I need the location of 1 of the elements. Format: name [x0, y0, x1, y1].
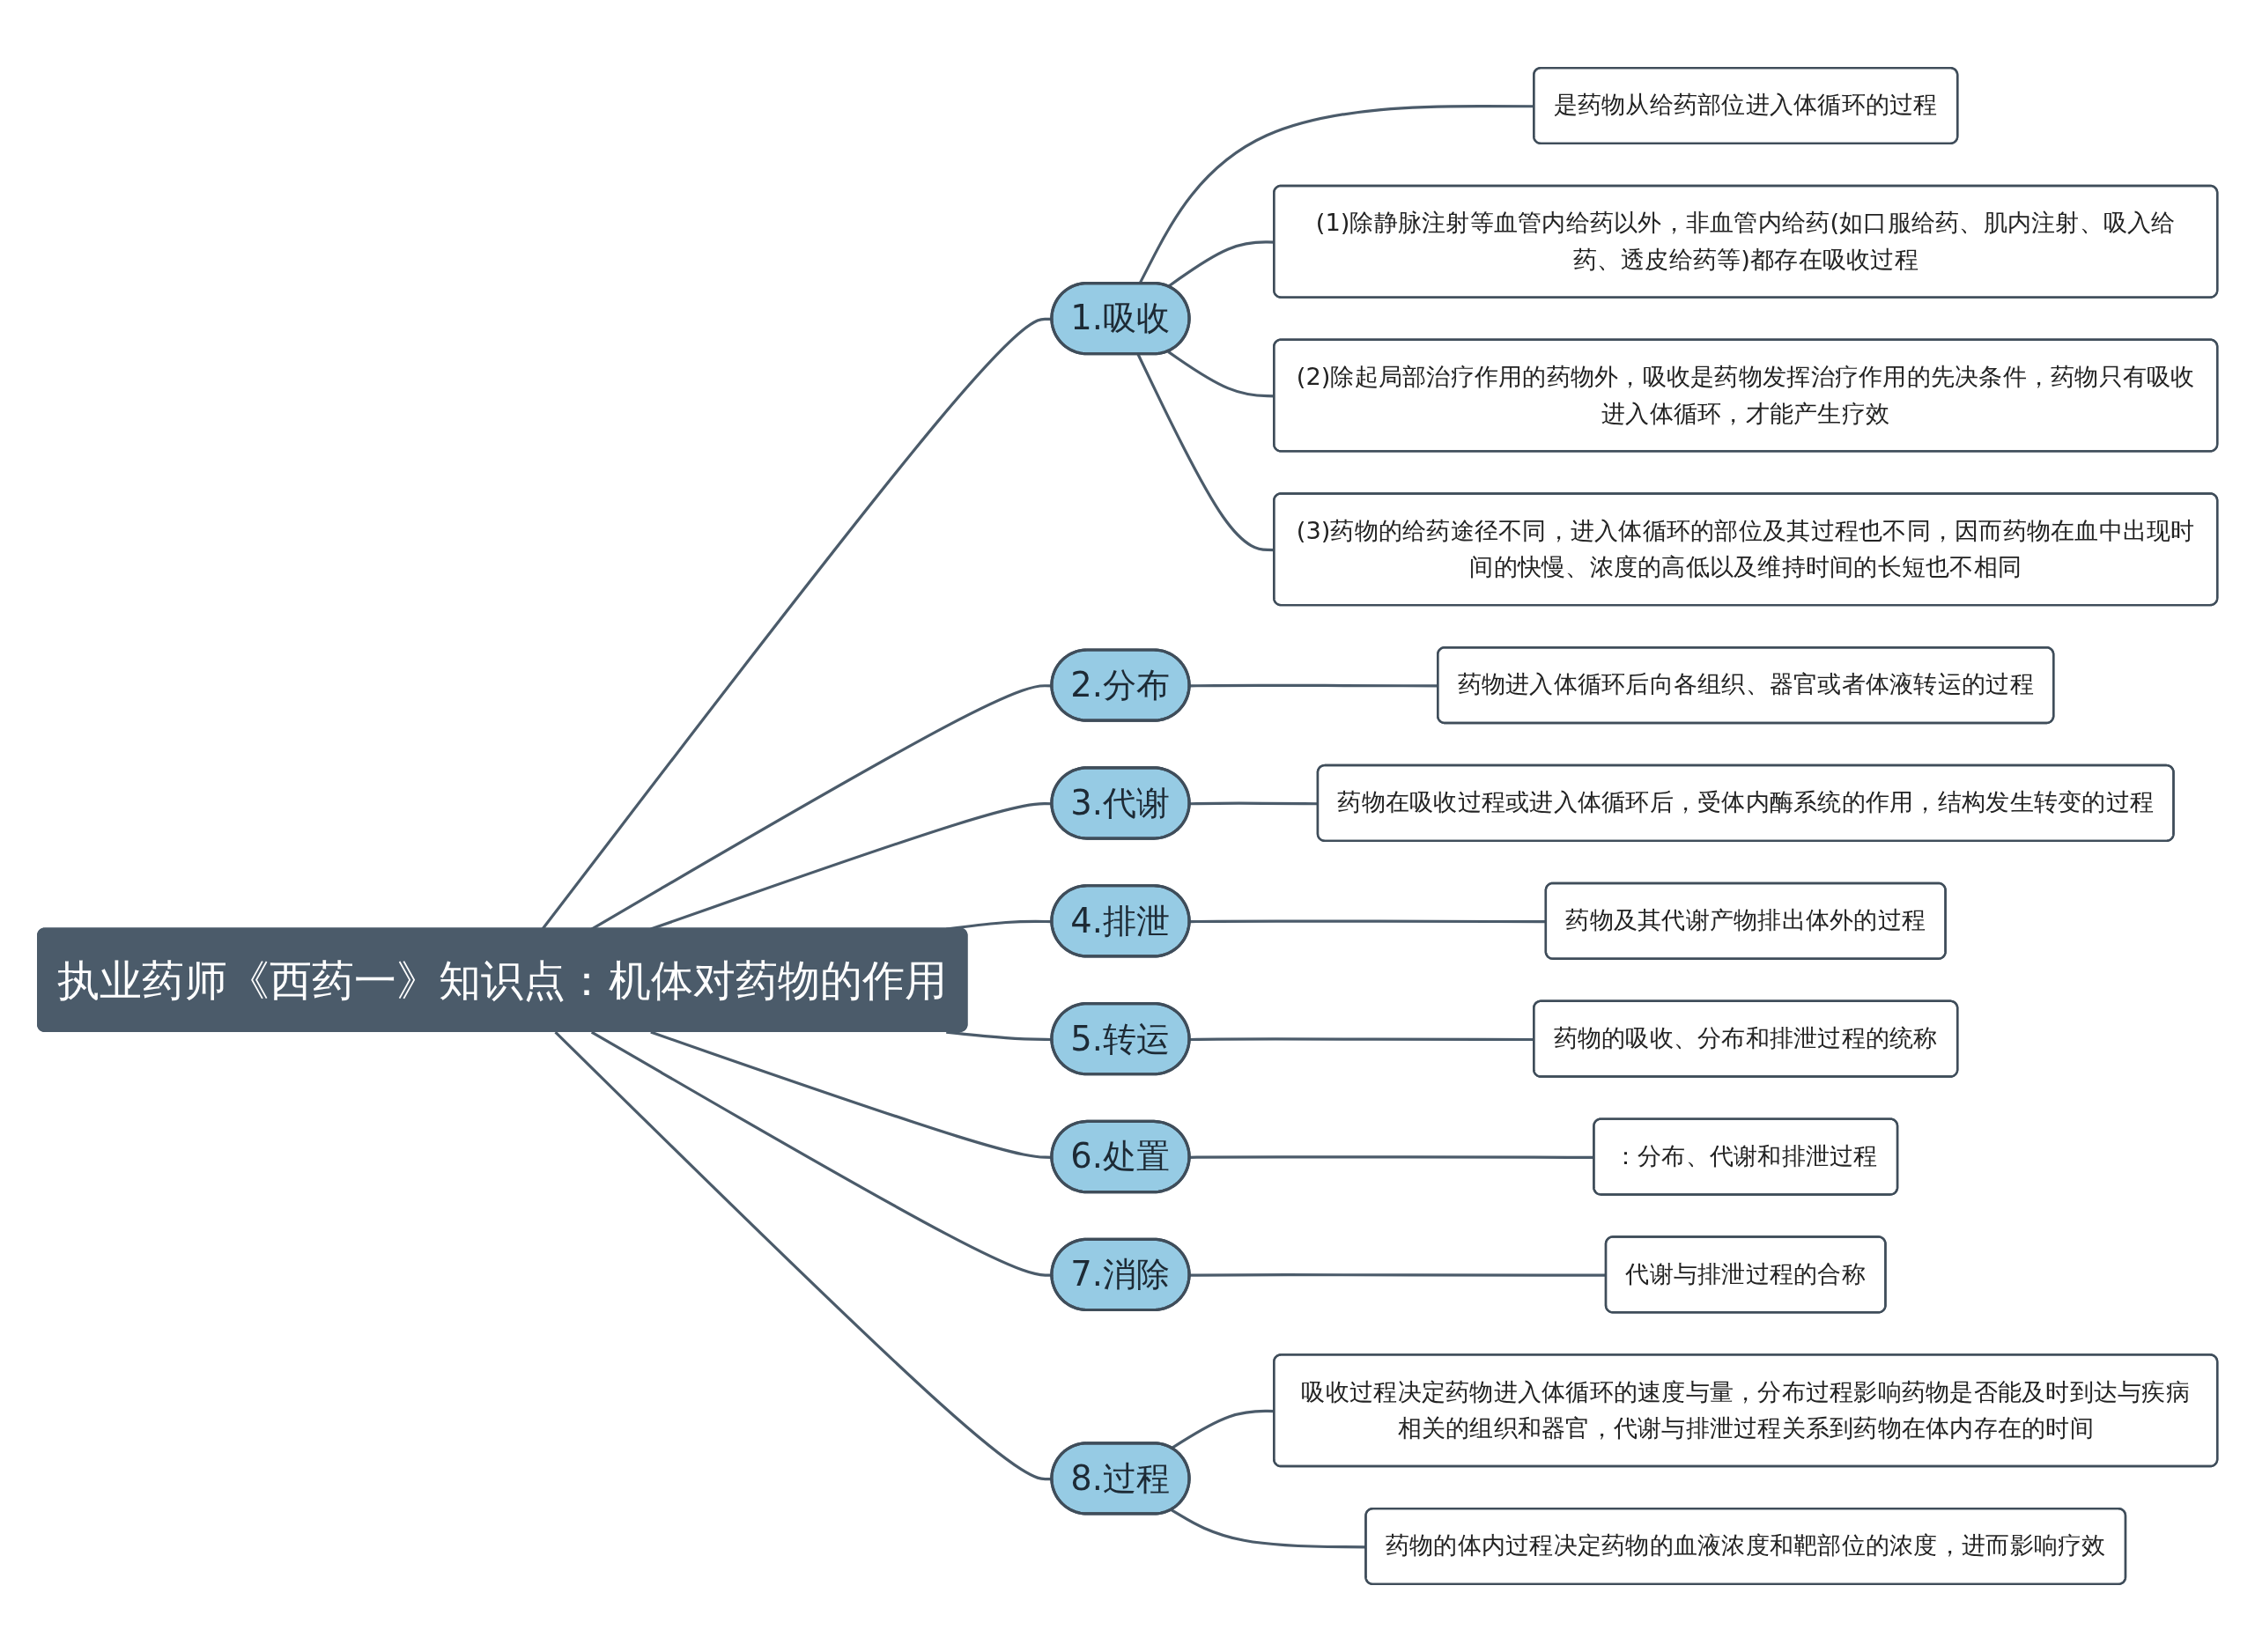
connector: [1189, 683, 1438, 688]
